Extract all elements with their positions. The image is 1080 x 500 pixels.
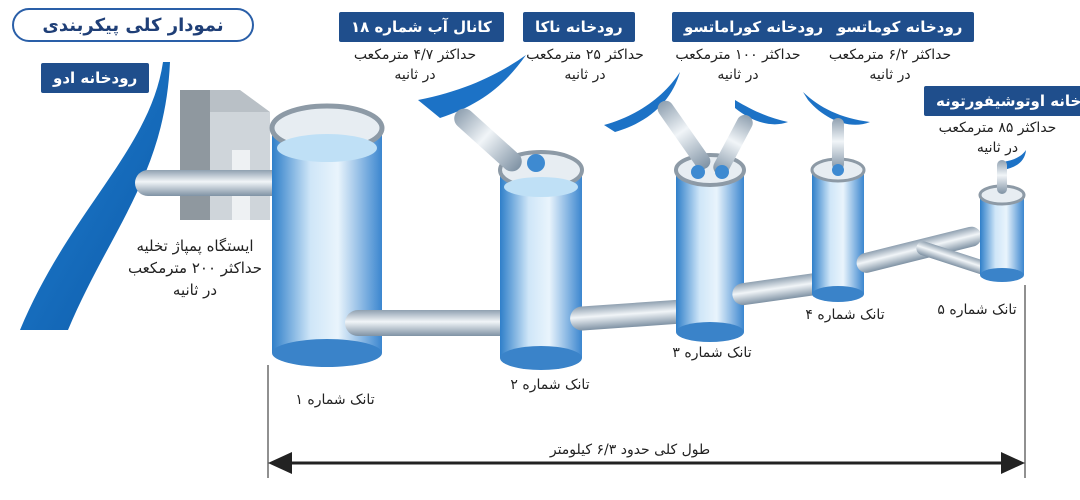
tank-5 <box>978 184 1026 282</box>
tank-3-label: تانک شماره ۳ <box>672 345 752 361</box>
source-label-odo: رودخانه ادو <box>41 63 150 93</box>
naka-flow-line2: در ثانیه <box>564 67 606 83</box>
koramatsu-flow-line2: در ثانیه <box>717 67 759 83</box>
koramatsu-river-right <box>735 100 788 125</box>
pump-station-line3: در ثانیه <box>172 281 218 299</box>
otoshifortone-flow: حداکثر ۸۵ مترمکعب در ثانیه <box>925 118 1070 158</box>
tank-5-label: تانک شماره ۵ <box>937 302 1017 318</box>
komatsu-flow-line1: حداکثر ۶/۲ مترمکعب <box>828 47 952 63</box>
canal18-flow: حداکثر ۴/۷ مترمکعب در ثانیه <box>330 45 500 85</box>
tank-2-label: تانک شماره ۲ <box>510 377 590 393</box>
canal18-flow-line2: در ثانیه <box>394 67 436 83</box>
edo-river-shape <box>20 62 170 330</box>
naka-pipe <box>454 108 522 172</box>
koramatsu-river-left <box>604 72 680 132</box>
tank-1 <box>269 103 385 367</box>
komatsu-flow: حداکثر ۶/۲ مترمکعب در ثانیه <box>820 45 960 85</box>
pipe-2-3 <box>570 299 695 331</box>
tank-4 <box>810 157 866 302</box>
koramatsu-flow-line1: حداکثر ۱۰۰ مترمکعب <box>675 47 801 63</box>
source-label-canal18: کانال آب شماره ۱۸ <box>339 12 504 42</box>
tank-3 <box>674 153 746 342</box>
source-label-naka: رودخانه ناکا <box>523 12 635 42</box>
otoshifortone-flow-line2: در ثانیه <box>976 140 1019 156</box>
otoshifortone-river-shape <box>1003 150 1026 170</box>
pipe-1-2 <box>345 310 520 336</box>
source-label-koramatsu: رودخانه کوراماتسو <box>672 12 836 42</box>
canal18-flow-line1: حداکثر ۴/۷ مترمکعب <box>353 47 477 63</box>
pump-station-block <box>180 90 270 220</box>
koramatsu-flow: حداکثر ۱۰۰ مترمکعب در ثانیه <box>668 45 808 85</box>
naka-flow-line1: حداکثر ۲۵ مترمکعب <box>526 47 644 63</box>
source-label-otoshifortone: رودخانه اوتوشیفورتونه <box>924 86 1080 116</box>
pump-station-line2: حداکثر ۲۰۰ مترمکعب <box>127 259 263 277</box>
naka-river-shape <box>418 55 526 118</box>
komatsu-flow-line2: در ثانیه <box>869 67 911 83</box>
intake-pipe <box>135 170 287 196</box>
tank-1-label: تانک شماره ۱ <box>295 392 375 408</box>
pump-station-text: ایستگاه پمپاژ تخلیه حداکثر ۲۰۰ مترمکعب د… <box>115 235 275 301</box>
naka-flow: حداکثر ۲۵ مترمکعب در ثانیه <box>510 45 660 85</box>
tank-2 <box>498 150 584 370</box>
tank-4-label: تانک شماره ۴ <box>805 307 885 323</box>
otoshifortone-flow-line1: حداکثر ۸۵ مترمکعب <box>938 120 1057 136</box>
total-length-label: طول کلی حدود ۶/۳ کیلومتر <box>549 442 711 458</box>
pipe-3-4 <box>732 272 827 306</box>
pump-station-line1: ایستگاه پمپاژ تخلیه <box>136 237 254 255</box>
source-label-komatsu: رودخانه کوماتسو <box>825 12 975 42</box>
page-title: نمودار کلی پیکربندی <box>12 8 254 42</box>
